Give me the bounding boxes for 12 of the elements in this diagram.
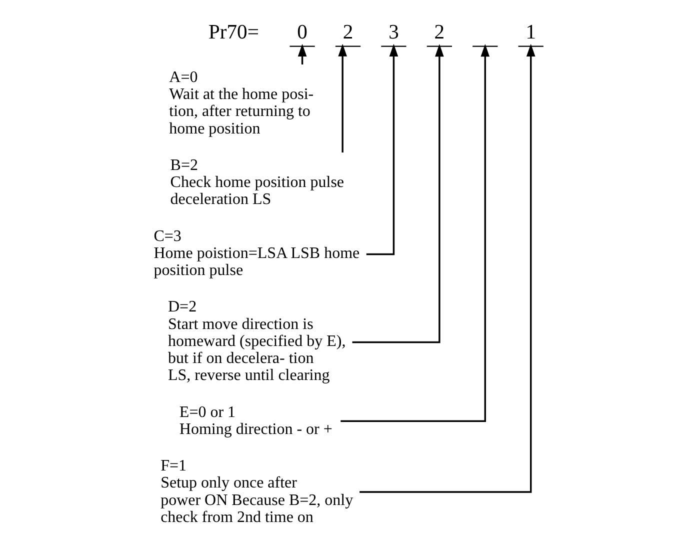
- node-text: A=0 Wait at the home posi- tion, after returning to home position: [169, 68, 314, 138]
- node-text: D=2 Start move direction is homeward (specified by E), but if on decelera- tion LS, reverse until clearing: [168, 298, 346, 384]
- node-text: B=2 Check home position pulse deceleration LS: [170, 156, 344, 208]
- label: Pr70=: [208, 22, 259, 44]
- node-text: 3: [388, 22, 399, 44]
- node-text: 0: [297, 22, 308, 44]
- node-text: 1: [526, 22, 536, 44]
- node-text: C=3 Home poistion=LSA LSB home position pulse: [154, 228, 360, 280]
- node-text: E=0 or 1 Homing direction - or +: [179, 404, 332, 438]
- node-text: 2: [342, 22, 354, 44]
- node-text: 2: [434, 22, 445, 44]
- node-text: F=1 Setup only once after power ON Because B=2, only check from 2nd time on: [160, 458, 354, 526]
